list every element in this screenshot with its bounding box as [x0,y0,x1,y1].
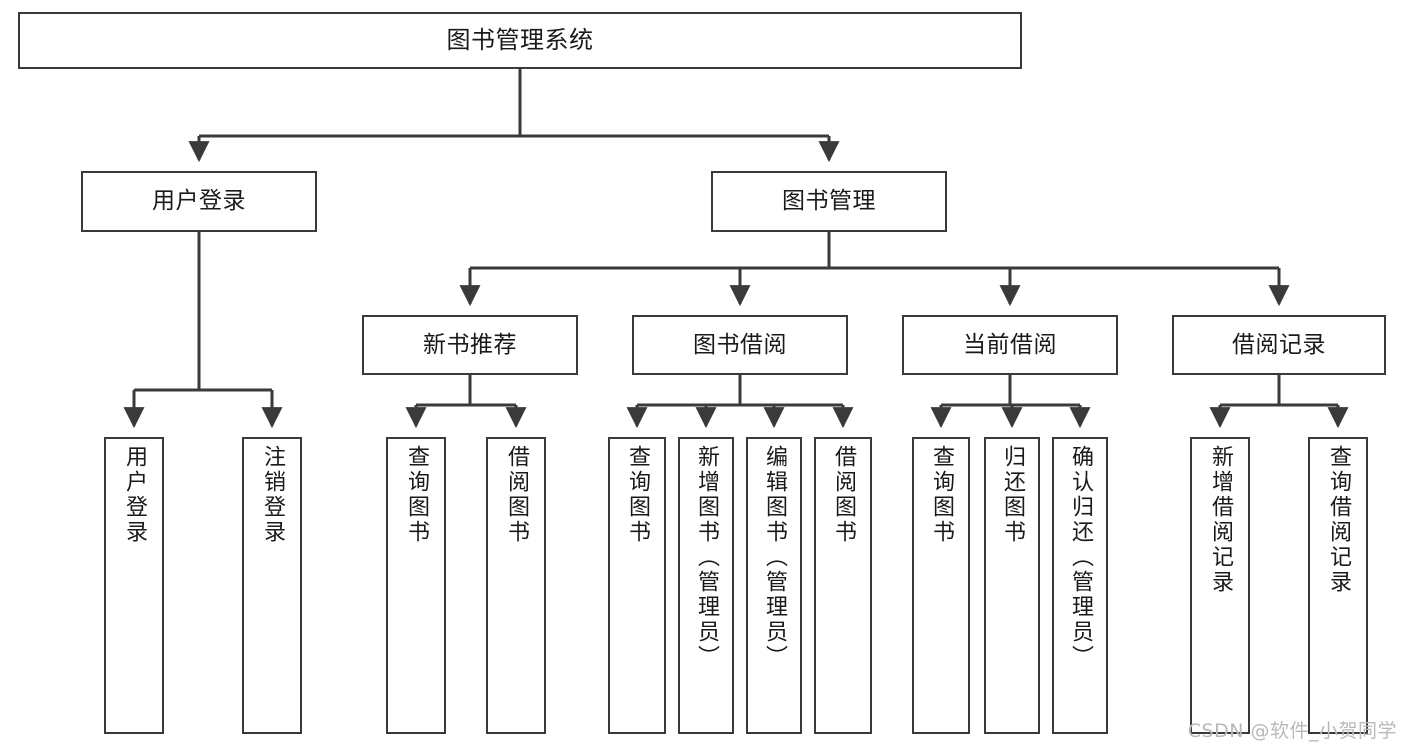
node-leaf[interactable]: 查询图书 [386,437,446,734]
node-label: 查询图书 [928,445,954,545]
node-label: 查询图书 [624,445,650,545]
node-level3[interactable]: 新书推荐 [362,315,578,375]
node-label: 查询借阅记录 [1325,445,1351,595]
node-label: 新增图书（管理员） [693,445,719,670]
node-leaf[interactable]: 编辑图书（管理员） [746,437,802,734]
node-label: 用户登录 [121,445,147,545]
watermark-text: CSDN @软件_小贺同学 [1187,720,1397,742]
node-label: 编辑图书（管理员） [761,445,787,670]
node-leaf[interactable]: 新增图书（管理员） [678,437,734,734]
node-label: 用户登录 [152,188,246,215]
node-level3[interactable]: 图书借阅 [632,315,848,375]
node-leaf[interactable]: 新增借阅记录 [1190,437,1250,734]
node-leaf[interactable]: 借阅图书 [486,437,546,734]
node-label: 当前借阅 [963,331,1057,358]
node-leaf[interactable]: 借阅图书 [814,437,872,734]
node-label: 图书管理系统 [446,25,594,54]
node-leaf[interactable]: 查询图书 [912,437,970,734]
node-leaf[interactable]: 查询借阅记录 [1308,437,1368,734]
node-leaf[interactable]: 归还图书 [984,437,1040,734]
node-label: 图书借阅 [693,331,787,358]
node-level2[interactable]: 用户登录 [81,171,317,232]
node-label: 确认归还（管理员） [1067,445,1093,670]
node-label: 借阅图书 [830,445,856,545]
node-leaf[interactable]: 注销登录 [242,437,302,734]
node-level3[interactable]: 借阅记录 [1172,315,1386,375]
node-label: 图书管理 [782,188,876,215]
node-label: 新书推荐 [423,331,517,358]
node-label: 借阅记录 [1232,331,1326,358]
node-level3[interactable]: 当前借阅 [902,315,1118,375]
node-label: 借阅图书 [503,445,529,545]
node-label: 查询图书 [403,445,429,545]
node-label: 新增借阅记录 [1207,445,1233,595]
node-level2[interactable]: 图书管理 [711,171,947,232]
node-leaf[interactable]: 确认归还（管理员） [1052,437,1108,734]
node-root[interactable]: 图书管理系统 [18,12,1022,69]
node-label: 注销登录 [259,445,285,545]
node-leaf[interactable]: 查询图书 [608,437,666,734]
node-leaf[interactable]: 用户登录 [104,437,164,734]
node-label: 归还图书 [999,445,1025,545]
